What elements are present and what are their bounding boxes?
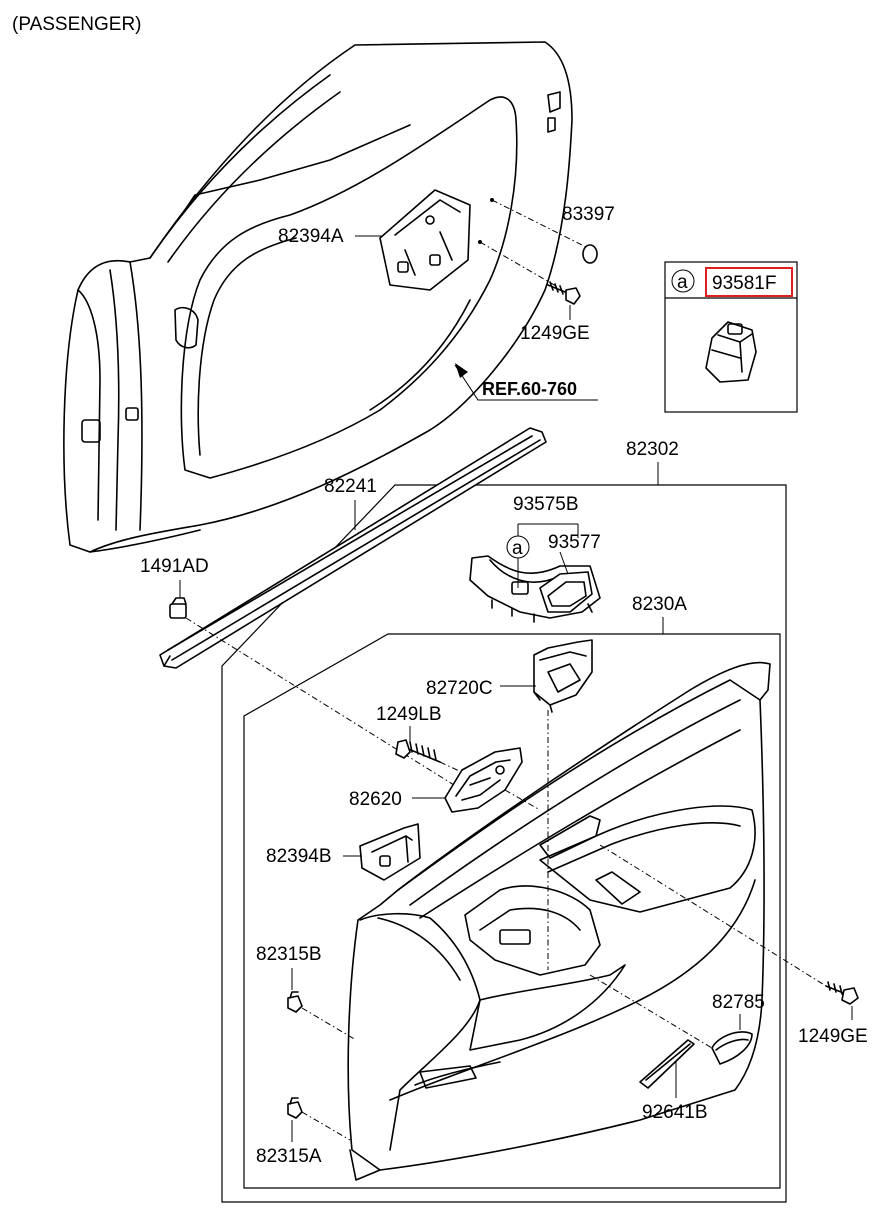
weatherstrip-82241 (159, 427, 547, 669)
clip-82315B (287, 991, 303, 1013)
label-82394A: 82394A (278, 226, 344, 247)
door-trim-panel (347, 661, 771, 1181)
variant-label: (PASSENGER) (12, 14, 142, 35)
callout-highlight (705, 267, 793, 297)
assembly-box-8230A (243, 633, 781, 1189)
label-1249LB: 1249LB (376, 704, 442, 725)
callout-part-label: 93581F (712, 273, 776, 294)
label-1249GE-top: 1249GE (520, 323, 590, 344)
switch-bezel-93575B (469, 555, 601, 623)
screw-1249GE-bottom (825, 981, 859, 1005)
screw-1249GE-top (547, 281, 581, 305)
label-82394B: 82394B (266, 846, 332, 867)
label-82302: 82302 (626, 439, 679, 460)
clip-1491AD (169, 597, 187, 619)
label-82720C: 82720C (426, 678, 493, 699)
label-1249GE-bottom: 1249GE (798, 1026, 868, 1047)
label-82620: 82620 (349, 789, 402, 810)
label-82315B: 82315B (256, 944, 322, 965)
screw-1249LB (395, 739, 441, 763)
plug-83397 (582, 244, 598, 264)
lamp-92641B (639, 1039, 695, 1089)
label-82315A: 82315A (256, 1146, 322, 1167)
bracket-82394B (359, 823, 421, 881)
reference-label: REF.60-760 (482, 379, 577, 399)
door-frame-illustration (63, 41, 573, 553)
label-93575B: 93575B (513, 494, 579, 515)
label-92641B: 92641B (642, 1102, 708, 1123)
handle-bracket-82720C (533, 639, 593, 713)
assembly-box-82302 (221, 484, 787, 1203)
callout-box: a 93581F (664, 261, 798, 413)
cap-82785 (711, 1031, 753, 1065)
switch-marker: a (512, 538, 523, 559)
inside-handle-82620 (444, 747, 523, 813)
bracket-82394A (379, 189, 471, 291)
label-83397: 83397 (562, 204, 615, 225)
label-82241: 82241 (324, 476, 377, 497)
label-93577: 93577 (548, 532, 601, 553)
callout-marker: a (677, 272, 688, 293)
label-82785: 82785 (712, 992, 765, 1013)
label-8230A: 8230A (632, 594, 687, 615)
clip-82315A (287, 1097, 303, 1119)
label-1491AD: 1491AD (140, 556, 209, 577)
